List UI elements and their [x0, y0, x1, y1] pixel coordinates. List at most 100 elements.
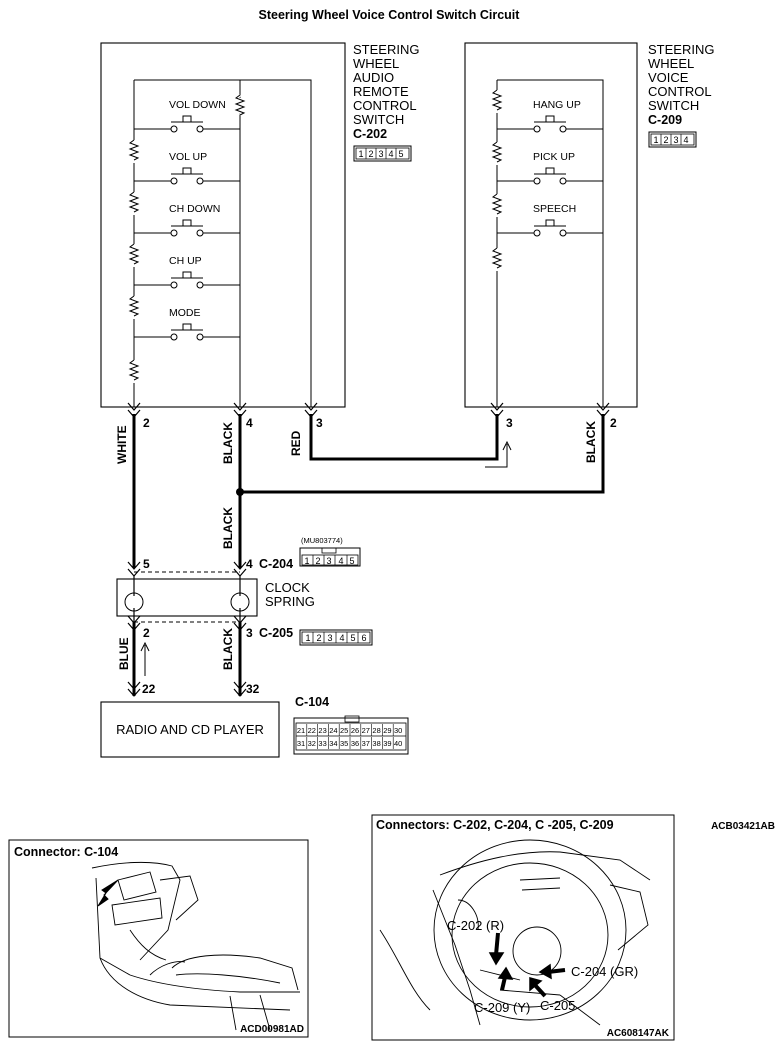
c202-pin: 3 [378, 149, 383, 159]
c204-pin: 2 [315, 556, 320, 566]
c104-pin: 29 [383, 726, 391, 735]
voice-control-switch [464, 42, 638, 408]
pin-voice-2: 2 [610, 416, 617, 430]
audio-switch-contact-4 [134, 271, 240, 289]
reference-code: ACB03421AB [711, 821, 775, 832]
c209-pin: 4 [683, 135, 688, 145]
c204-pin: 1 [304, 556, 309, 566]
c104-pin: 28 [372, 726, 380, 735]
c104-pin: 40 [394, 739, 402, 748]
pin-audio-4: 4 [246, 416, 253, 430]
clock-spring-top-pin-4: 4 [246, 557, 253, 571]
c205-pin: 1 [305, 633, 310, 643]
connector-c202-icon: 1 2 3 4 5 [353, 145, 412, 162]
c104-pin: 24 [329, 726, 337, 735]
c104-pin: 23 [318, 726, 326, 735]
c204-part-number: (MU803774) [301, 536, 343, 545]
diagram-title: Steering Wheel Voice Control Switch Circ… [259, 8, 521, 22]
switch-label-speech: SPEECH [533, 203, 576, 215]
voice-switch-contact-1 [497, 115, 603, 133]
clock-spring-top-pin-5: 5 [143, 557, 150, 571]
voice-switch-name-1: STEERING [648, 42, 714, 57]
wire-label-black-lower: BLACK [221, 628, 235, 670]
c202-pin: 5 [398, 149, 403, 159]
c104-pin: 39 [383, 739, 391, 748]
c104-pin: 32 [308, 739, 316, 748]
switch-label-vol-up: VOL UP [169, 151, 207, 163]
c104-pin: 26 [351, 726, 359, 735]
wire-label-red: RED [289, 430, 303, 456]
pin-voice-3: 3 [506, 416, 513, 430]
c209-pin: 1 [653, 135, 658, 145]
connector-c202-label: C-202 [353, 127, 387, 141]
wire-label-black-left: BLACK [221, 422, 235, 464]
audio-switch-name-2: WHEEL [353, 56, 399, 71]
wire-label-white: WHITE [115, 425, 129, 464]
c104-pin: 27 [362, 726, 370, 735]
switch-label-vol-down: VOL DOWN [169, 99, 226, 111]
radio-box [100, 701, 280, 758]
wires [132, 414, 605, 696]
connector-c205-label: C-205 [259, 626, 293, 640]
wire-label-black-right: BLACK [584, 421, 598, 463]
c104-pin: 34 [329, 739, 337, 748]
audio-switch-name-6: SWITCH [353, 112, 404, 127]
voice-switch-name-5: SWITCH [648, 98, 699, 113]
c104-pin: 25 [340, 726, 348, 735]
c202-pin: 1 [358, 149, 363, 159]
voice-switch-contact-3 [497, 219, 603, 237]
voice-switch-contact-2 [497, 167, 603, 185]
c104-pointer-arrow [97, 879, 119, 907]
c104-pin: 31 [297, 739, 305, 748]
clock-spring [116, 571, 258, 623]
c205-pin: 5 [350, 633, 355, 643]
clock-spring-bottom-pin-3: 3 [246, 626, 253, 640]
connector-c104-label: C-104 [295, 695, 329, 709]
audio-switch-contact-5 [134, 323, 240, 341]
audio-switch-name-1: STEERING [353, 42, 419, 57]
locator-panel-c104 [8, 839, 309, 1038]
c205-pin: 2 [316, 633, 321, 643]
c104-pin: 38 [372, 739, 380, 748]
audio-switch-name-3: AUDIO [353, 70, 394, 85]
audio-remote-switch [100, 42, 346, 408]
connector-c204-icon: 1 2 3 4 5 [299, 547, 361, 567]
panel-right-title: Connectors: C-202, C-204, C -205, C-209 [376, 818, 614, 832]
terminal-marks [127, 402, 610, 697]
switch-label-hang-up: HANG UP [533, 99, 581, 111]
callout-c204: C-204 (GR) [571, 964, 638, 979]
console-illustration [91, 861, 300, 1031]
radio-pin-32: 32 [246, 682, 260, 696]
wire-label-blue: BLUE [117, 637, 131, 670]
switch-label-ch-down: CH DOWN [169, 203, 220, 215]
clock-spring-bottom-pin-2: 2 [143, 626, 150, 640]
switch-label-ch-up: CH UP [169, 255, 202, 267]
switch-label-mode: MODE [169, 307, 201, 319]
c104-pin: 30 [394, 726, 402, 735]
c104-pin: 22 [308, 726, 316, 735]
audio-switch-contact-1 [134, 115, 240, 133]
clock-spring-name-1: CLOCK [265, 580, 310, 595]
panel-left-title: Connector: C-104 [14, 845, 118, 859]
callout-arrows [488, 932, 566, 998]
c202-pin: 4 [388, 149, 393, 159]
c205-pin: 3 [327, 633, 332, 643]
panel-left-code: ACD00981AD [240, 1024, 304, 1035]
voice-switch-name-4: CONTROL [648, 84, 712, 99]
c205-pin: 4 [339, 633, 344, 643]
connector-c204-label: C-204 [259, 557, 293, 571]
steering-illustration [379, 839, 651, 1026]
c204-pin: 3 [326, 556, 331, 566]
connector-c209-icon: 1 2 3 4 [648, 131, 697, 148]
callout-c209: C-209 (Y) [474, 1000, 530, 1015]
audio-switch-name-5: CONTROL [353, 98, 417, 113]
audio-switch-contacts [134, 115, 240, 341]
signal-arrows [140, 440, 512, 676]
c104-pin: 35 [340, 739, 348, 748]
c205-pin: 6 [361, 633, 366, 643]
voice-switch-name-2: WHEEL [648, 56, 694, 71]
c204-pin: 5 [349, 556, 354, 566]
connector-c205-icon: 1 2 3 4 5 6 [299, 629, 373, 646]
